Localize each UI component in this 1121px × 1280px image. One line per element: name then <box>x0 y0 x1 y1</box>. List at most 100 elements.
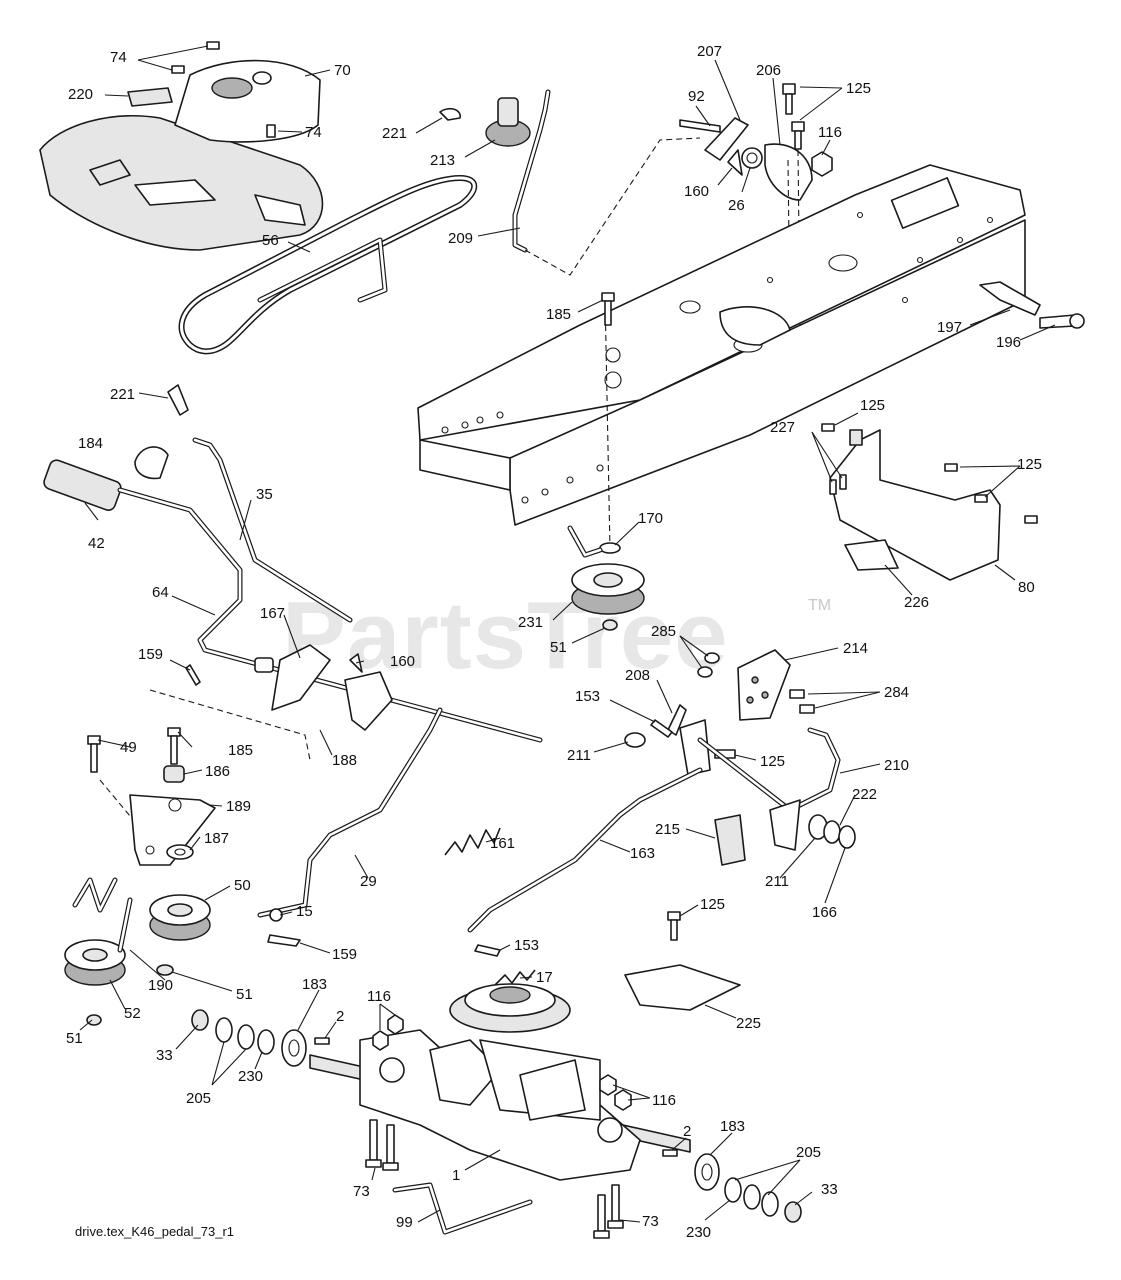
leader-lines <box>79 45 1056 1223</box>
pedal-214 <box>737 649 791 721</box>
callout-92: 92 <box>688 88 705 105</box>
pin-159a <box>185 664 201 686</box>
callout-159b: 159 <box>332 946 357 963</box>
callout-51c: 51 <box>66 1030 83 1047</box>
callout-160b: 160 <box>390 653 415 670</box>
control-rod-29 <box>257 707 443 918</box>
callout-50: 50 <box>234 877 251 894</box>
bracket-188 <box>344 671 393 731</box>
grip-42 <box>43 459 122 511</box>
callout-213: 213 <box>430 152 455 169</box>
pedal-shaft-64 <box>117 487 543 743</box>
callout-230a: 230 <box>238 1068 263 1085</box>
nut-51a <box>602 619 618 631</box>
callout-116a: 116 <box>818 124 842 141</box>
callout-153a: 153 <box>575 688 600 705</box>
fender-dash-cover <box>39 59 324 251</box>
bracket-215 <box>714 814 746 866</box>
callout-29: 29 <box>360 873 377 890</box>
callout-73b: 73 <box>642 1213 659 1230</box>
callout-17: 17 <box>536 969 553 986</box>
pin-92 <box>679 119 721 133</box>
lift-rod-209 <box>512 89 551 253</box>
callout-187: 187 <box>204 830 229 847</box>
decal-220 <box>127 87 173 107</box>
nut-33b <box>784 1201 802 1223</box>
nut-51b <box>156 964 174 976</box>
callout-15: 15 <box>296 903 313 920</box>
callout-125d: 125 <box>760 753 785 770</box>
cap-184 <box>134 446 169 480</box>
callout-26: 26 <box>728 197 745 214</box>
callout-188: 188 <box>332 752 357 769</box>
transaxle-1 <box>309 983 691 1181</box>
spring-17 <box>494 969 536 986</box>
pin-185a <box>601 292 615 326</box>
callout-220: 220 <box>68 86 93 103</box>
callout-185b: 185 <box>228 742 253 759</box>
bolt-196 <box>1039 313 1085 329</box>
callout-221b: 221 <box>110 386 135 403</box>
key-2a <box>314 1037 330 1045</box>
callout-189: 189 <box>226 798 251 815</box>
bracket-80 <box>829 429 1001 581</box>
screw-74b <box>266 124 276 138</box>
arm-170 <box>567 525 603 558</box>
callout-221a: 221 <box>382 125 407 142</box>
drawing-id: drive.tex_K46_pedal_73_r1 <box>75 1224 234 1239</box>
callout-1: 1 <box>452 1167 460 1184</box>
callout-33b: 33 <box>821 1181 838 1198</box>
washer-211a <box>624 732 646 748</box>
screws-227-125 <box>821 423 1038 524</box>
callout-209: 209 <box>448 230 473 247</box>
callout-196: 196 <box>996 334 1021 351</box>
spacer-183b <box>694 1153 720 1191</box>
callout-183a: 183 <box>302 976 327 993</box>
callout-125e: 125 <box>700 896 725 913</box>
callout-74b: 74 <box>305 124 322 141</box>
nuts-116c <box>599 1074 632 1111</box>
bolts-73b <box>593 1184 624 1239</box>
callout-207: 207 <box>697 43 722 60</box>
washers-211b-222-166 <box>808 814 856 849</box>
callout-70: 70 <box>334 62 351 79</box>
washers-205a-230a <box>215 1017 275 1055</box>
callout-42: 42 <box>88 535 105 552</box>
callout-74a: 74 <box>110 49 127 66</box>
washer-170 <box>599 542 621 554</box>
rod-99 <box>392 1182 533 1235</box>
pin-153b <box>474 944 501 957</box>
callout-64: 64 <box>152 584 169 601</box>
callout-2a: 2 <box>336 1008 344 1025</box>
callout-184: 184 <box>78 435 103 452</box>
callout-226: 226 <box>904 594 929 611</box>
callout-167: 167 <box>260 605 285 622</box>
callout-73a: 73 <box>353 1183 370 1200</box>
callout-210: 210 <box>884 757 909 774</box>
drive-belt <box>178 174 478 355</box>
callout-163: 163 <box>630 845 655 862</box>
spring-161 <box>444 827 501 856</box>
clip-221a <box>439 107 461 121</box>
nut-51c <box>86 1014 102 1026</box>
callout-51a: 51 <box>550 639 567 656</box>
callout-labels: 74 70 220 74 221 213 56 207 206 125 92 1… <box>66 43 1042 1241</box>
pedal-arm-210 <box>697 727 841 851</box>
idler-arm-189 <box>129 794 216 866</box>
callout-230b: 230 <box>686 1224 711 1241</box>
pin-153a <box>650 719 673 738</box>
callout-33a: 33 <box>156 1047 173 1064</box>
callout-35: 35 <box>256 486 273 503</box>
callout-222: 222 <box>852 786 877 803</box>
callout-206: 206 <box>756 62 781 79</box>
bolt-125a <box>782 83 805 150</box>
callout-56: 56 <box>262 232 279 249</box>
arm-bracket <box>679 719 711 776</box>
callout-185a: 185 <box>546 306 571 323</box>
callout-80: 80 <box>1018 579 1035 596</box>
callout-214: 214 <box>843 640 868 657</box>
bracket-225 <box>624 911 741 1011</box>
callout-205b: 205 <box>796 1144 821 1161</box>
callout-52: 52 <box>124 1005 141 1022</box>
